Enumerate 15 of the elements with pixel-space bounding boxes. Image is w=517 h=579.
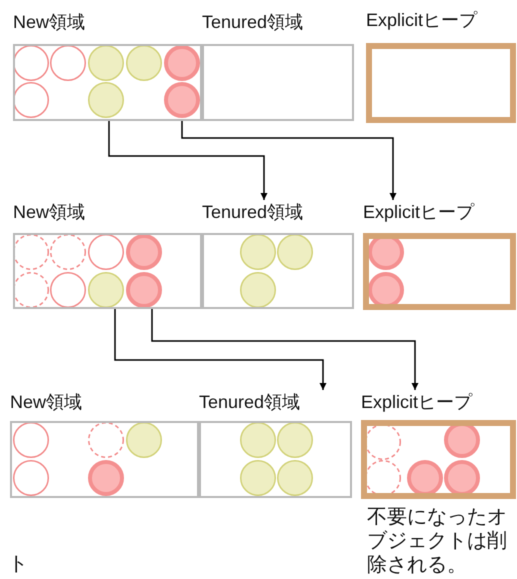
note-text: 不要になったオブジェクトは削除される。 (367, 505, 508, 577)
area-heading: Explicitヒープ (361, 391, 472, 414)
area-heading: New領域 (10, 391, 82, 414)
arrow (151, 309, 418, 390)
area-heading: New領域 (13, 201, 86, 224)
area-heading: Tenured領域 (202, 11, 304, 34)
area-heading: Explicitヒープ (366, 9, 478, 32)
area-heading: Tenured領域 (199, 391, 300, 414)
arrow (108, 121, 268, 200)
area-heading: Explicitヒープ (363, 201, 474, 224)
area-heading: Tenured領域 (202, 201, 304, 224)
arrow (114, 309, 326, 390)
area-heading: New領域 (13, 11, 86, 34)
arrow (181, 121, 396, 200)
text-fragment: ト (8, 552, 28, 576)
